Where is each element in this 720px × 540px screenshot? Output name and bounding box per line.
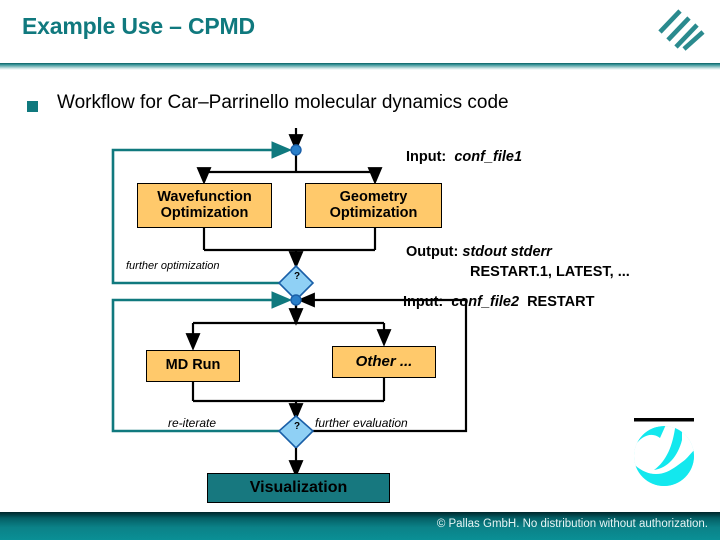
footer-copyright: © Pallas GmbH. No distribution without a… bbox=[436, 518, 708, 530]
node-label-line2: Optimization bbox=[329, 204, 418, 221]
io-output-1-value: stdout stderr bbox=[462, 244, 552, 260]
node-md-run[interactable]: MD Run bbox=[146, 350, 240, 382]
edge-label-further-evaluation: further evaluation bbox=[315, 416, 408, 430]
decision-1-label: ? bbox=[293, 271, 301, 282]
diagram-connectors bbox=[111, 128, 468, 478]
footer-bar bbox=[0, 512, 720, 540]
edge-label-re-iterate: re-iterate bbox=[168, 416, 217, 430]
io-input-1-label: Input: bbox=[406, 149, 447, 165]
node-visualization[interactable]: Visualization bbox=[207, 473, 390, 503]
node-label-line1: Wavefunction bbox=[157, 188, 252, 205]
slide-header: Example Use – CPMD bbox=[0, 0, 720, 63]
decision-2-label: ? bbox=[293, 421, 301, 432]
diagonal-stripes-logo-icon bbox=[650, 6, 712, 52]
node-other[interactable]: Other ... bbox=[332, 346, 436, 378]
bullet-text: Workflow for Car–Parrinello molecular dy… bbox=[57, 92, 509, 113]
io-input-2-value: conf_file2 bbox=[451, 294, 520, 310]
io-output-1: Output: stdout stderr bbox=[406, 244, 552, 260]
pallas-swoosh-logo-icon bbox=[630, 412, 710, 490]
io-input-2: Input: conf_file2 RESTART bbox=[403, 294, 594, 310]
io-input-2-value2: RESTART bbox=[527, 294, 595, 310]
edge-label-further-optimization: further optimization bbox=[126, 260, 220, 272]
square-bullet-icon bbox=[27, 101, 38, 112]
page-title: Example Use – CPMD bbox=[22, 13, 255, 39]
node-geometry-optimization[interactable]: Geometry Optimization bbox=[305, 183, 442, 228]
io-input-1: Input: conf_file1 bbox=[406, 149, 522, 165]
node-label-line1: Geometry bbox=[339, 188, 408, 205]
io-input-1-value: conf_file1 bbox=[454, 149, 523, 165]
header-divider bbox=[0, 63, 720, 70]
node-wavefunction-optimization[interactable]: Wavefunction Optimization bbox=[137, 183, 272, 228]
io-output-1-value2: RESTART.1, LATEST, ... bbox=[470, 264, 630, 280]
node-label-line2: Optimization bbox=[160, 204, 249, 221]
io-output-1-label: Output: bbox=[406, 244, 459, 260]
io-input-2-label: Input: bbox=[403, 294, 444, 310]
cpmd-workflow-diagram: Wavefunction Optimization Geometry Optim… bbox=[0, 128, 720, 503]
